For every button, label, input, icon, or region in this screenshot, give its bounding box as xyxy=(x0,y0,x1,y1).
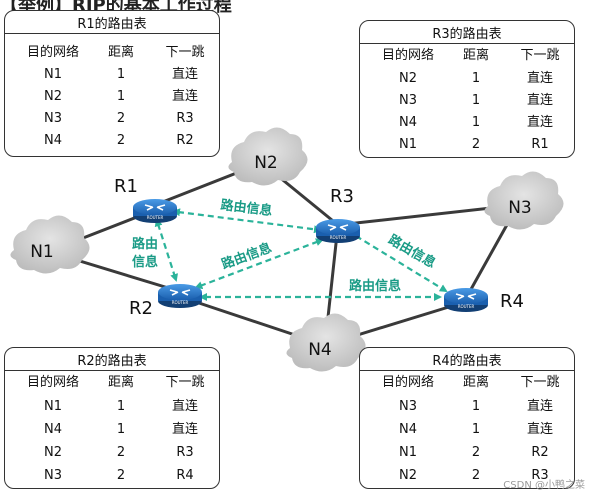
cloud-n1 xyxy=(10,215,90,274)
cloud-n3 xyxy=(484,171,564,230)
table-title: R3的路由表 xyxy=(432,27,502,42)
table-header: 目的网络距离下一跳 xyxy=(26,375,205,390)
table-header: 目的网络距离下一跳 xyxy=(381,375,560,390)
router-label-r1: R1 xyxy=(114,176,138,197)
message-label-r1-r3: 路由信息 xyxy=(220,197,274,219)
message-label-r1-r2-line1: 路由 xyxy=(132,236,158,252)
message-arrow-r1-r2 xyxy=(154,218,178,282)
router-label-r4: R4 xyxy=(500,291,524,312)
table-divider xyxy=(360,43,574,44)
router-r2-icon: ROUTER xyxy=(158,284,202,308)
router-r4-icon: ROUTER xyxy=(444,288,488,312)
router-label-r2: R2 xyxy=(129,298,153,319)
table-header: 目的网络距离下一跳 xyxy=(26,45,205,60)
network-label-n4: N4 xyxy=(308,340,332,360)
svg-text:ROUTER: ROUTER xyxy=(330,235,347,240)
cloud-n4 xyxy=(286,313,366,372)
message-label-r1-r2-line2: 信息 xyxy=(132,254,158,270)
message-arrow-r3-r4 xyxy=(350,232,448,293)
network-label-n1: N1 xyxy=(30,242,54,262)
table-divider xyxy=(360,370,574,371)
table-divider xyxy=(5,370,219,371)
table-divider xyxy=(5,33,219,34)
message-arrow-r1-r3 xyxy=(172,208,322,234)
router-r3-icon: ROUTER xyxy=(316,219,360,243)
svg-text:ROUTER: ROUTER xyxy=(147,215,164,220)
router-label-r3: R3 xyxy=(330,186,354,207)
router-r1-icon: ROUTER xyxy=(133,199,177,223)
message-label-r2-r4: 路由信息 xyxy=(349,278,401,294)
message-label-r3-r4: 路由信息 xyxy=(385,232,438,272)
table-title: R4的路由表 xyxy=(432,354,502,369)
table-header: 目的网络距离下一跳 xyxy=(381,48,560,63)
svg-text:ROUTER: ROUTER xyxy=(458,304,475,309)
message-arrow-r2-r3 xyxy=(194,238,324,290)
watermark: CSDN @小鸭之菜 xyxy=(503,480,585,491)
cloud-n2 xyxy=(228,127,308,186)
table-title: R1的路由表 xyxy=(77,17,147,32)
network-label-n3: N3 xyxy=(508,198,532,218)
svg-text:ROUTER: ROUTER xyxy=(172,300,189,305)
network-label-n2: N2 xyxy=(254,153,278,173)
table-title: R2的路由表 xyxy=(77,354,147,369)
